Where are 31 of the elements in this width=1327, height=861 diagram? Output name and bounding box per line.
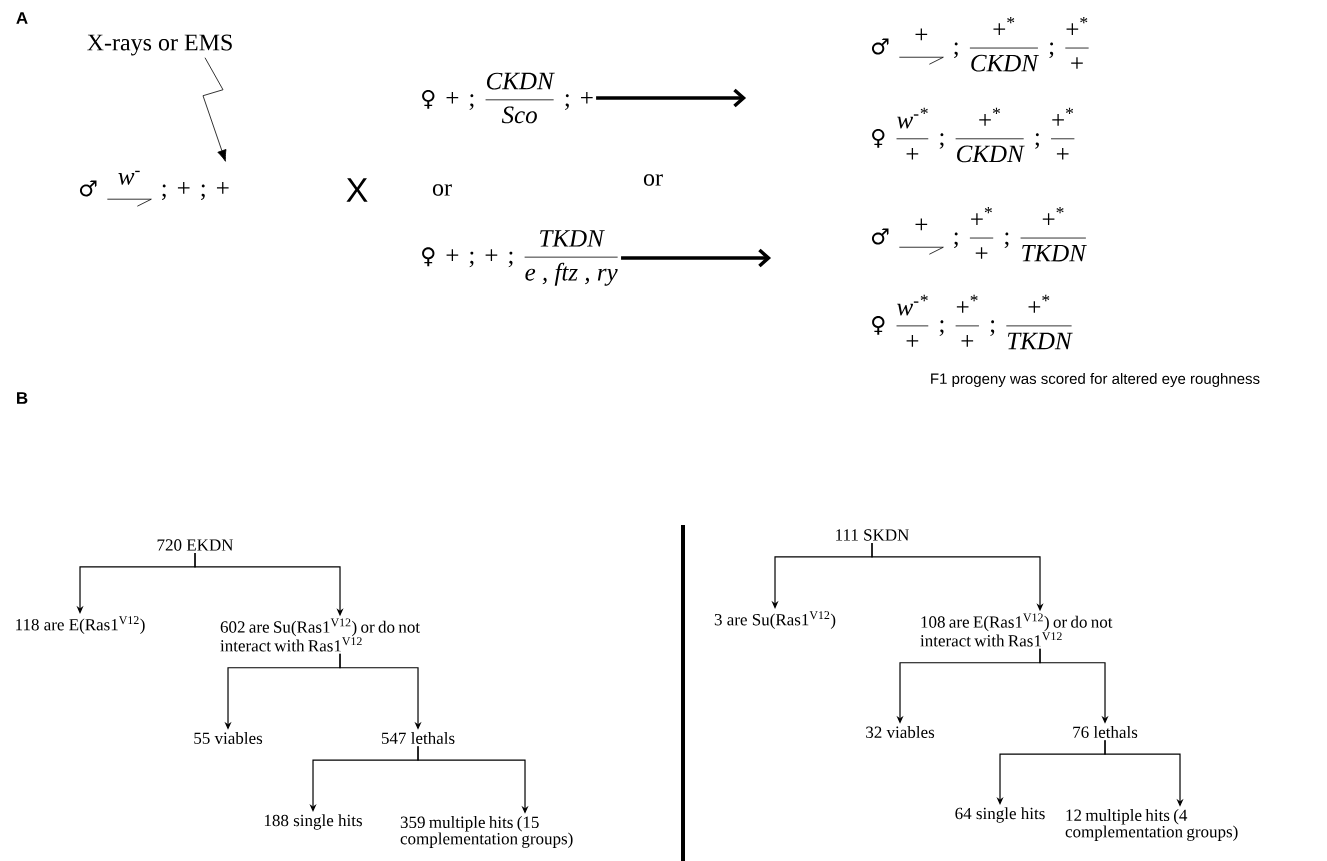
panel-letter: A: [16, 12, 28, 24]
genotype: ♂ + ; +$^{*}$ CKDN ; +$^{*}$ +: [871, 16, 1090, 72]
genotype: ♀ w$^{-*}$ + ; +$^{*}$ CKDN ; +$^{*}$ +: [872, 107, 1075, 163]
tree-label: 108 are E(Ras1$^{V12}$) or do not interact with Ras1$^{V12}$: [920, 613, 1113, 647]
tree-label: 12 multiple hits (4 complementation groups): [1065, 809, 1238, 841]
tree-label: 188 single hits: [264, 814, 362, 830]
tree-label: 111 SKDN: [836, 529, 909, 541]
mutagen-label: X-rays or EMS: [87, 34, 232, 56]
cross-sign: X: [346, 178, 368, 202]
tree-label: 55 viables: [194, 732, 263, 744]
tree-label: 64 single hits: [955, 807, 1045, 823]
tree-label: 359 multiple hits (15 complementation groups): [400, 816, 573, 848]
genotype: ♀ + ; + ; TKDN e , ftz , ry: [422, 230, 619, 286]
tree-label: 118 are E(Ras1$^{V12}$): [16, 616, 145, 634]
genotype: ♂ w$^{-}$ ; + ; +: [79, 170, 229, 207]
tree-label: 76 lethals: [1073, 726, 1138, 738]
or-label: or: [643, 174, 663, 186]
genotype: ♀ w$^{-*}$ + ; +$^{*}$ + ; +$^{*}$ TKDN: [872, 294, 1073, 350]
or-label: or: [432, 184, 452, 196]
genotype: ♀ + ; CKDN Sco ; +: [422, 72, 593, 124]
tree-label: 3 are Su(Ras1$^{V12}$): [714, 611, 836, 629]
panel-letter: B: [17, 392, 28, 404]
arrow: [621, 248, 772, 268]
arrow: [202, 57, 227, 162]
tree-label: 32 viables: [866, 726, 935, 738]
tree-label: 720 EKDN: [157, 539, 234, 551]
tree-label: 602 are Su(Ras1$^{V12}$) or do not interact with Ras1$^{V12}$: [220, 618, 420, 652]
genotype: ♂ + ; +$^{*}$ + ; +$^{*}$ TKDN: [871, 206, 1088, 262]
arrow: [596, 88, 747, 108]
tree-label: 547 lethals: [381, 732, 455, 744]
caption-text: F1 progeny was scored for altered eye roughness: [931, 373, 1260, 387]
